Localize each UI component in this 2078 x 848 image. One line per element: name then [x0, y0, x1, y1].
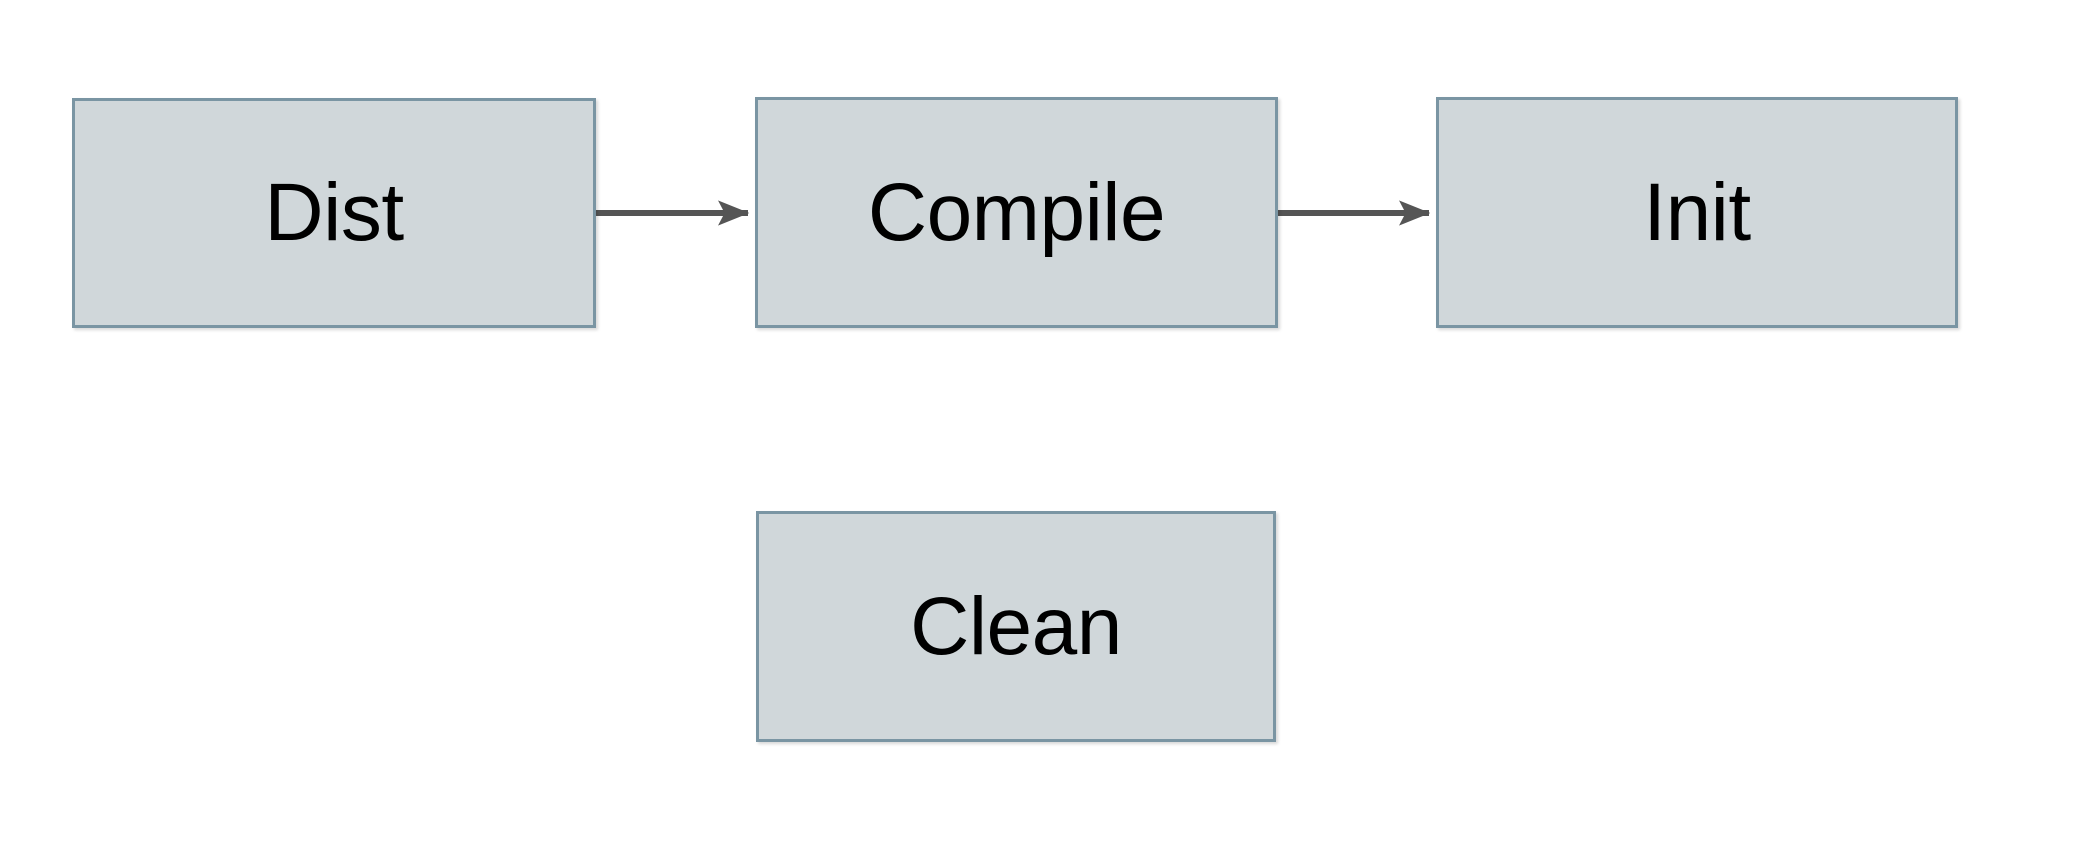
node-compile-label: Compile	[867, 166, 1166, 258]
edge-dist-to-compile-hit[interactable]	[596, 193, 755, 233]
node-clean[interactable]: Clean	[756, 511, 1276, 742]
node-init[interactable]: Init	[1436, 97, 1958, 328]
node-init-label: Init	[1643, 166, 1751, 258]
node-dist-label: Dist	[264, 167, 404, 258]
node-clean-label: Clean	[910, 580, 1122, 672]
node-compile[interactable]: Compile	[755, 97, 1278, 328]
node-dist[interactable]: Dist	[72, 98, 596, 328]
edge-compile-to-init-hit[interactable]	[1278, 193, 1436, 233]
